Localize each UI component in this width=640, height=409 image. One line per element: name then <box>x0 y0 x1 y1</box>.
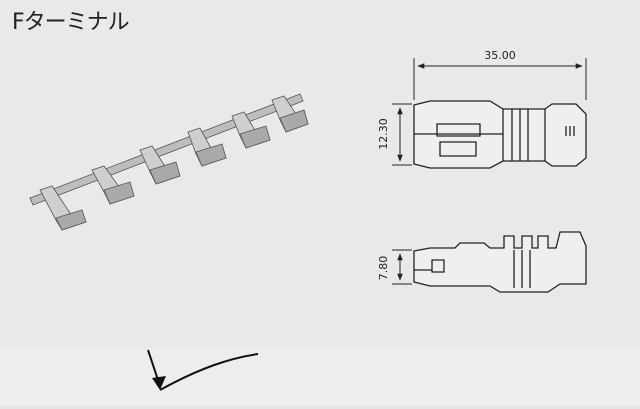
bottom-strip <box>0 348 640 405</box>
catalog-panel: Fターミナル <box>12 10 587 293</box>
terminal-side-view <box>413 231 587 293</box>
pointer-arrow-graphic <box>147 349 259 391</box>
width-dimension <box>392 103 412 166</box>
terminal-piece <box>91 165 135 205</box>
terminal-piece <box>39 185 87 231</box>
terminal-drawing: 35.00 12.30 7.80 <box>29 49 587 293</box>
length-dimension <box>413 58 587 100</box>
terminal-piece <box>139 145 181 185</box>
terminal-chain-illustration <box>29 93 309 231</box>
height-dimension-label: 7.80 <box>377 256 390 281</box>
page-title: Fターミナル <box>12 10 130 35</box>
width-dimension-label: 12.30 <box>377 118 390 150</box>
terminal-piece <box>231 111 271 149</box>
terminal-piece <box>271 95 309 133</box>
terminal-top-view <box>413 100 587 169</box>
height-dimension <box>392 249 412 285</box>
terminal-piece <box>187 127 227 167</box>
length-dimension-label: 35.00 <box>484 49 516 62</box>
